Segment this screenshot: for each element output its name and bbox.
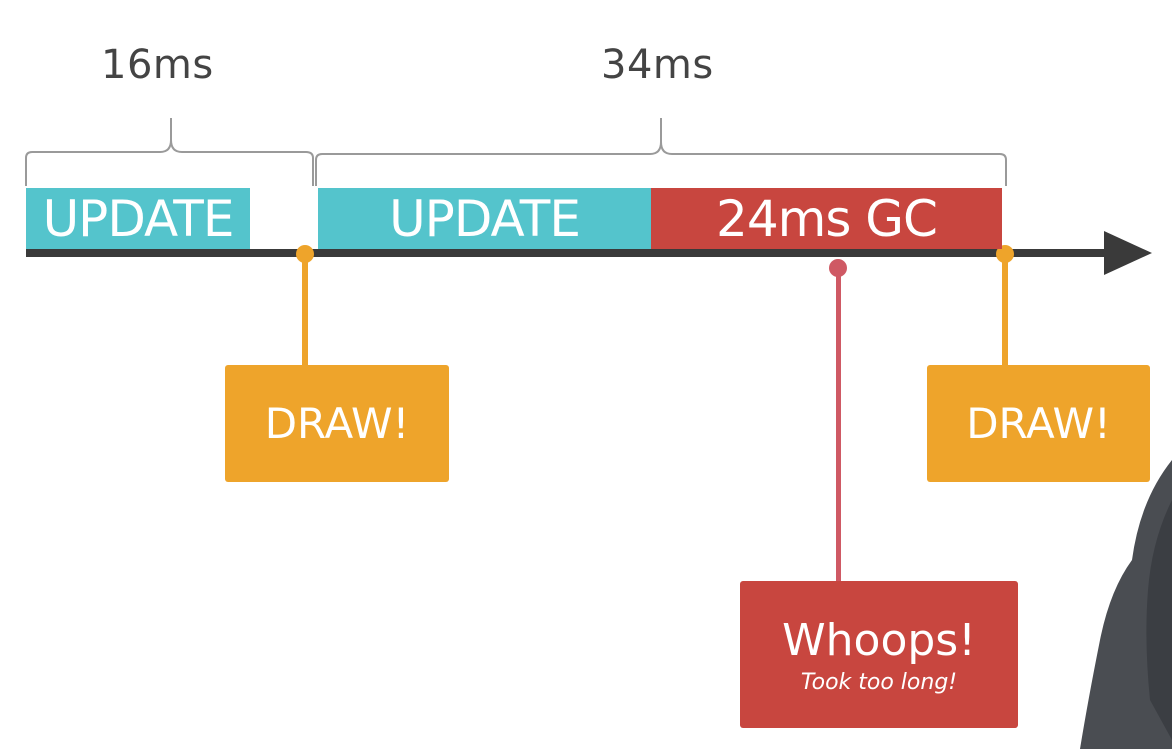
update-segment-2-label: UPDATE bbox=[389, 189, 581, 248]
update-segment-1: UPDATE bbox=[26, 188, 250, 249]
update-segment-1-label: UPDATE bbox=[42, 189, 235, 248]
whoops-subtitle: Took too long! bbox=[800, 669, 958, 695]
gc-segment-label: 24ms GC bbox=[716, 189, 938, 248]
bracket-16ms bbox=[25, 118, 314, 186]
whoops-callout: Whoops! Took too long! bbox=[740, 581, 1018, 728]
gc-marker bbox=[829, 259, 847, 277]
draw-callout-2: DRAW! bbox=[927, 365, 1150, 482]
draw-callout-2-label: DRAW! bbox=[966, 399, 1111, 448]
draw-marker-1 bbox=[296, 245, 314, 263]
presenter-silhouette bbox=[1080, 460, 1172, 749]
draw-connector-2 bbox=[1002, 255, 1008, 367]
update-segment-2: UPDATE bbox=[318, 188, 651, 249]
timeline-arrowhead bbox=[1104, 231, 1152, 275]
timeline-axis bbox=[26, 249, 1116, 257]
whoops-connector bbox=[836, 268, 841, 584]
bracket-label-34ms: 34ms bbox=[601, 42, 714, 88]
draw-connector-1 bbox=[302, 255, 308, 367]
whoops-title: Whoops! bbox=[782, 614, 976, 666]
gc-segment: 24ms GC bbox=[651, 188, 1002, 249]
draw-callout-1-label: DRAW! bbox=[264, 399, 410, 448]
draw-callout-1: DRAW! bbox=[225, 365, 449, 482]
draw-marker-2 bbox=[996, 245, 1014, 263]
bracket-34ms bbox=[315, 118, 1007, 186]
bracket-label-16ms: 16ms bbox=[101, 42, 214, 88]
